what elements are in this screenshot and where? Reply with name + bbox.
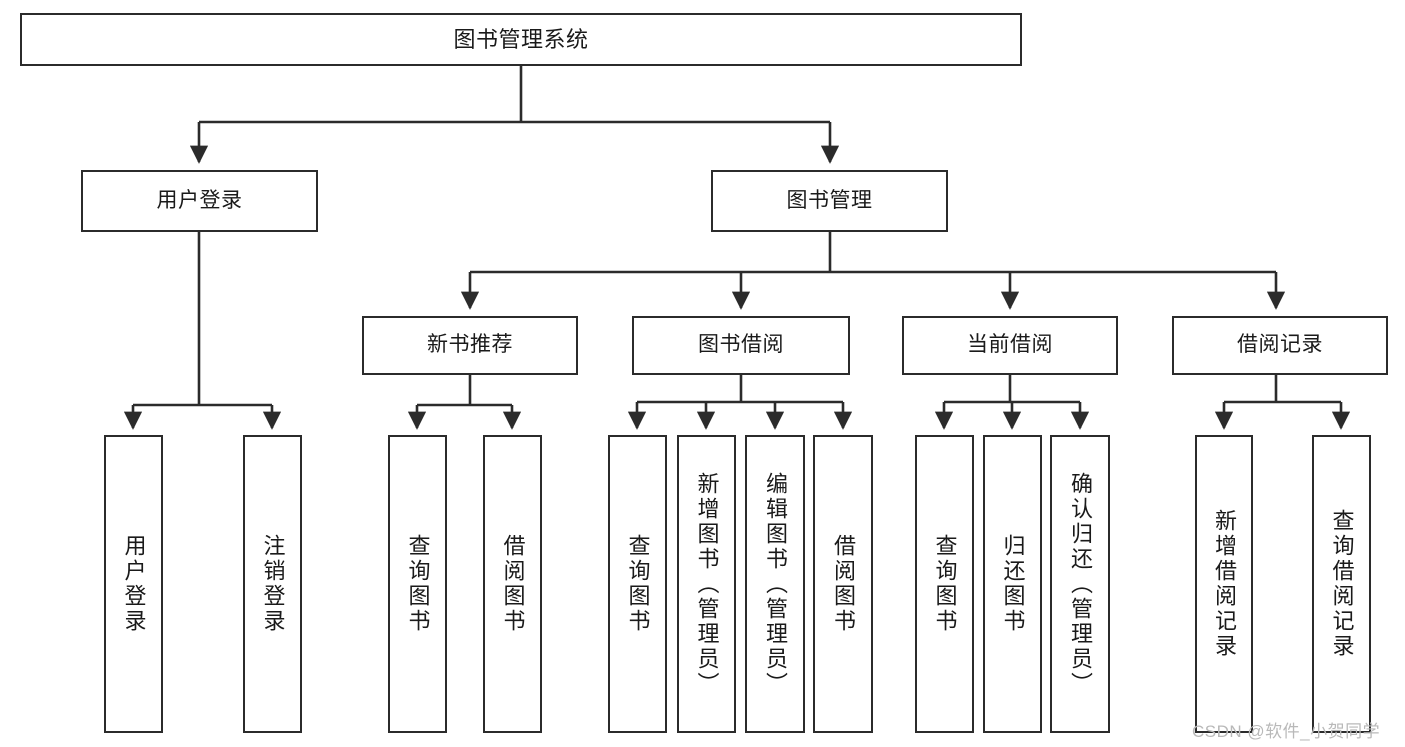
node-label: 新书推荐 — [427, 333, 513, 357]
node-label: 注销登录 — [260, 534, 286, 634]
node-label: 用户登录 — [156, 188, 243, 212]
node-leaf-query-book-1[interactable]: 查询图书 — [388, 435, 447, 733]
node-label: 编辑图书（管理员） — [763, 471, 788, 697]
node-label: 查询图书 — [625, 534, 651, 634]
node-user-login[interactable]: 用户登录 — [81, 170, 318, 232]
node-label: 新增图书（管理员） — [694, 471, 720, 697]
node-leaf-add-book[interactable]: 新增图书（管理员） — [677, 435, 736, 733]
node-leaf-logout[interactable]: 注销登录 — [243, 435, 302, 733]
node-label: 借阅记录 — [1237, 333, 1323, 357]
node-leaf-return-book[interactable]: 归还图书 — [983, 435, 1042, 733]
node-label: 图书管理 — [786, 188, 873, 212]
node-label: 确认归还（管理员） — [1068, 471, 1093, 697]
node-label: 查询图书 — [932, 534, 958, 634]
watermark: CSDN @软件_小贺同学 — [1192, 722, 1381, 741]
node-label: 当前借阅 — [967, 333, 1053, 357]
node-leaf-edit-book[interactable]: 编辑图书（管理员） — [745, 435, 805, 733]
node-leaf-confirm-return[interactable]: 确认归还（管理员） — [1050, 435, 1110, 733]
node-new-book-recommend[interactable]: 新书推荐 — [362, 316, 578, 375]
node-leaf-user-login[interactable]: 用户登录 — [104, 435, 163, 733]
node-leaf-query-book-2[interactable]: 查询图书 — [608, 435, 667, 733]
node-leaf-query-book-3[interactable]: 查询图书 — [915, 435, 974, 733]
node-leaf-add-record[interactable]: 新增借阅记录 — [1195, 435, 1253, 733]
node-label: 新增借阅记录 — [1212, 509, 1237, 659]
node-root-book-management-system[interactable]: 图书管理系统 — [20, 13, 1022, 66]
node-borrow-record[interactable]: 借阅记录 — [1172, 316, 1388, 375]
node-leaf-query-record[interactable]: 查询借阅记录 — [1312, 435, 1371, 733]
node-book-borrow[interactable]: 图书借阅 — [632, 316, 850, 375]
node-label: 图书管理系统 — [453, 26, 589, 52]
node-label: 图书借阅 — [698, 333, 784, 357]
node-leaf-borrow-book-2[interactable]: 借阅图书 — [813, 435, 873, 733]
node-leaf-borrow-book-1[interactable]: 借阅图书 — [483, 435, 542, 733]
node-label: 用户登录 — [121, 534, 147, 634]
node-label: 归还图书 — [1000, 534, 1026, 634]
node-label: 查询借阅记录 — [1329, 509, 1355, 659]
node-label: 借阅图书 — [500, 534, 526, 634]
node-label: 借阅图书 — [831, 534, 856, 634]
node-current-borrow[interactable]: 当前借阅 — [902, 316, 1118, 375]
node-label: 查询图书 — [405, 534, 431, 634]
node-book-management[interactable]: 图书管理 — [711, 170, 948, 232]
